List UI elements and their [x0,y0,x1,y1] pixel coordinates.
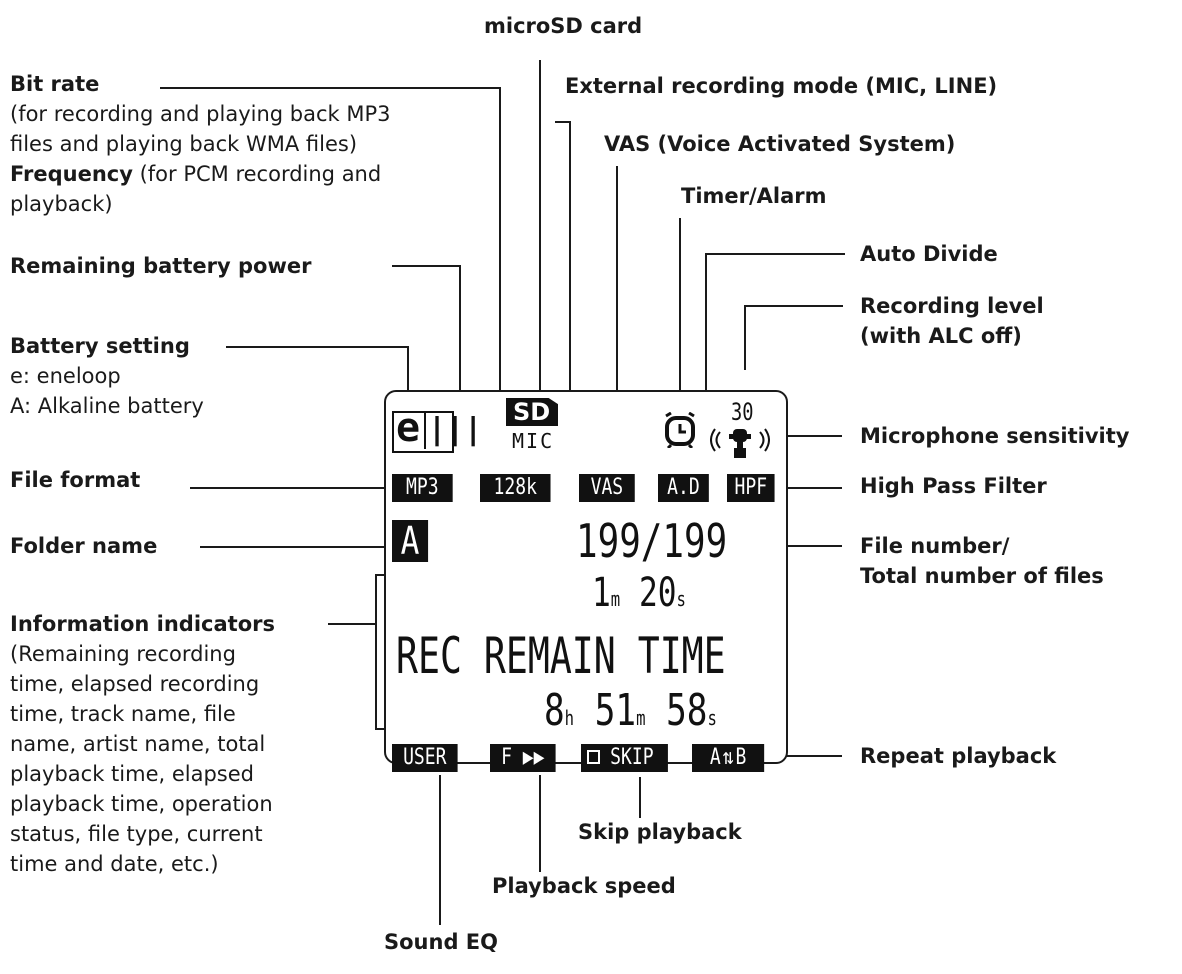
playback-speed-badge: F ▶▶ [490,744,556,772]
label-folder-name: Folder name [10,534,158,558]
label-info-desc-4: playback time, elapsed [10,762,254,786]
label-hpf: High Pass Filter [860,474,1047,498]
elapsed-time-text: 1m 20s [592,570,686,622]
sd-card-icon [506,398,558,426]
label-frequency-desc-2: playback) [10,192,113,216]
label-battery-setting: Battery setting [10,334,190,358]
sd-card-label: SD [513,398,551,426]
info-line-text: REC REMAIN TIME [396,627,726,685]
label-vas: VAS (Voice Activated System) [604,132,956,156]
elapsed-time: 1m 20s [592,570,712,622]
label-file-number-2: Total number of files [860,564,1104,588]
battery-divider [424,413,426,449]
skip-icon [587,750,600,764]
remain-hours-unit: h [564,706,575,730]
repeat-a: A [709,745,721,770]
label-auto-divide: Auto Divide [860,242,998,266]
label-bit-rate-desc-1: (for recording and playing back MP3 [10,102,391,126]
label-file-number-1: File number/ [860,534,1010,558]
file-format-badge: MP3 [392,474,453,502]
remain-minutes-unit: m [636,706,646,730]
file-count-text: 199/199 [576,514,728,568]
label-timer-alarm: Timer/Alarm [681,184,827,208]
label-info-indicators: Information indicators [10,612,275,636]
battery-bars-indicator: ||| [428,412,483,447]
label-external-mode: External recording mode (MIC, LINE) [565,74,998,98]
mic-sensitivity-icon [710,428,770,458]
label-skip-playback: Skip playback [578,820,742,844]
remain-seconds: 58 [666,685,708,736]
repeat-badge: A⇅B [692,744,765,772]
remain-seconds-unit: s [707,706,717,730]
rec-level-value: 30 [731,398,760,426]
label-frequency: Frequency (for PCM recording and [10,160,381,188]
timer-alarm-icon [665,412,695,448]
hpf-badge: HPF [727,474,775,502]
label-info-desc-3: name, artist name, total [10,732,266,756]
elapsed-sec: 20 [638,570,677,616]
elapsed-min-unit: m [610,587,621,611]
info-line: REC REMAIN TIME [396,628,848,684]
battery-setting-indicator: e [396,405,421,451]
leader-remaining-battery [392,265,461,410]
label-info-desc-5: playback time, operation [10,792,273,816]
battery-setting-box [392,411,454,453]
label-file-format: File format [10,468,141,492]
label-frequency-title: Frequency [10,162,133,186]
label-battery-a: A: Alkaline battery [10,394,204,418]
label-bit-rate: Bit rate [10,72,100,96]
remain-hours: 8 [544,685,565,736]
label-rec-level-2: (with ALC off) [860,324,1022,348]
label-battery-e: e: eneloop [10,364,121,388]
elapsed-min: 1 [592,570,611,616]
label-frequency-desc-1: (for PCM recording and [132,162,382,186]
label-info-desc-0: (Remaining recording [10,642,236,666]
folder-badge: A [392,520,429,562]
skip-playback-badge: SKIP [581,744,668,772]
label-info-desc-2: time, track name, file [10,702,236,726]
input-mode-indicator: MIC [512,429,555,453]
repeat-arrow-icon: ⇅ [722,745,734,770]
remain-time: 8h 51m 58s [544,686,766,743]
leader-rec-level [744,305,843,370]
sound-eq-badge: USER [392,744,458,772]
lcd-display: e ||| SD MIC 30 MP3 128k VAS A.D HPF A 1… [384,390,788,772]
repeat-b: B [735,745,747,770]
rec-level-value-text: 30 [731,398,754,426]
label-sound-eq: Sound EQ [384,930,498,954]
label-playback-speed: Playback speed [492,874,676,898]
label-rec-level-1: Recording level [860,294,1044,318]
label-remaining-battery: Remaining battery power [10,254,312,278]
file-count-value: 199/199 [576,514,770,568]
vas-badge: VAS [579,474,635,502]
remain-minutes: 51 [594,685,637,736]
remain-time-text: 8h 51m 58s [544,686,717,743]
label-info-desc-1: time, elapsed recording [10,672,260,696]
leader-bitrate [160,87,501,485]
auto-divide-badge: A.D [658,474,709,502]
label-repeat-playback: Repeat playback [860,744,1057,768]
bitrate-badge: 128k [480,474,551,502]
label-microsd-card: microSD card [484,14,643,38]
label-info-desc-6: status, file type, current [10,822,263,846]
label-mic-sensitivity: Microphone sensitivity [860,424,1130,448]
elapsed-sec-unit: s [676,587,686,611]
leader-battery-setting [226,346,409,410]
label-info-desc-7: time and date, etc.) [10,852,219,876]
label-bit-rate-desc-2: files and playing back WMA files) [10,132,358,156]
